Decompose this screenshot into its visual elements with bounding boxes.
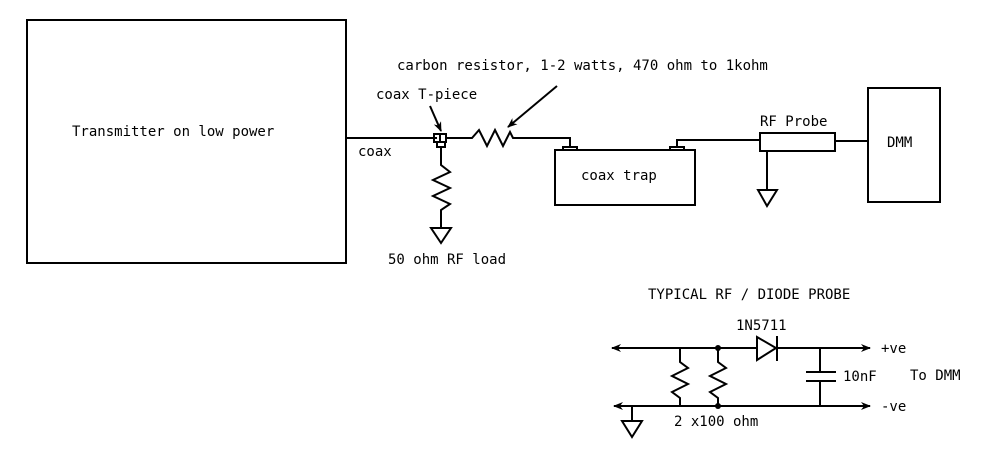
probe-title: TYPICAL RF / DIODE PROBE (648, 287, 850, 303)
resistors-label: 2 x100 ohm (674, 414, 758, 430)
load-label: 50 ohm RF load (388, 252, 506, 268)
coax-trap-label: coax trap (581, 168, 657, 184)
ground-icon (620, 420, 644, 439)
t-piece-label: coax T-piece (376, 87, 477, 103)
dmm-label: DMM (887, 135, 912, 151)
t-piece-arrow (429, 105, 442, 132)
ground-icon (429, 227, 453, 245)
trap-to-probe-wire (676, 139, 760, 147)
load-resistor (430, 147, 453, 228)
t-piece-connector (433, 133, 447, 148)
carbon-resistor (446, 127, 571, 149)
to-dmm-label: To DMM (910, 368, 961, 384)
negative-label: -ve (881, 399, 906, 415)
diode-probe-schematic: TYPICAL RF / DIODE PROBE 1N5711 10nF +ve… (611, 287, 961, 439)
rf-probe-label: RF Probe (760, 114, 827, 130)
capacitor-symbol (806, 348, 836, 406)
transmitter-box: Transmitter on low power (26, 19, 347, 264)
diode-symbol (756, 335, 778, 362)
capacitor-label: 10nF (843, 369, 877, 385)
coax-label: coax (358, 144, 392, 160)
coax-trap-box: coax trap (554, 146, 696, 206)
carbon-resistor-arrow (507, 85, 558, 128)
resistor (669, 348, 691, 406)
resistor (707, 348, 729, 406)
positive-label: +ve (881, 341, 906, 357)
rf-probe-box (759, 132, 836, 152)
ground-icon (756, 189, 779, 208)
carbon-resistor-label: carbon resistor, 1-2 watts, 470 ohm to 1… (397, 58, 768, 74)
diode-label: 1N5711 (736, 318, 787, 334)
dmm-box (867, 87, 941, 203)
transmitter-label: Transmitter on low power (72, 124, 274, 140)
